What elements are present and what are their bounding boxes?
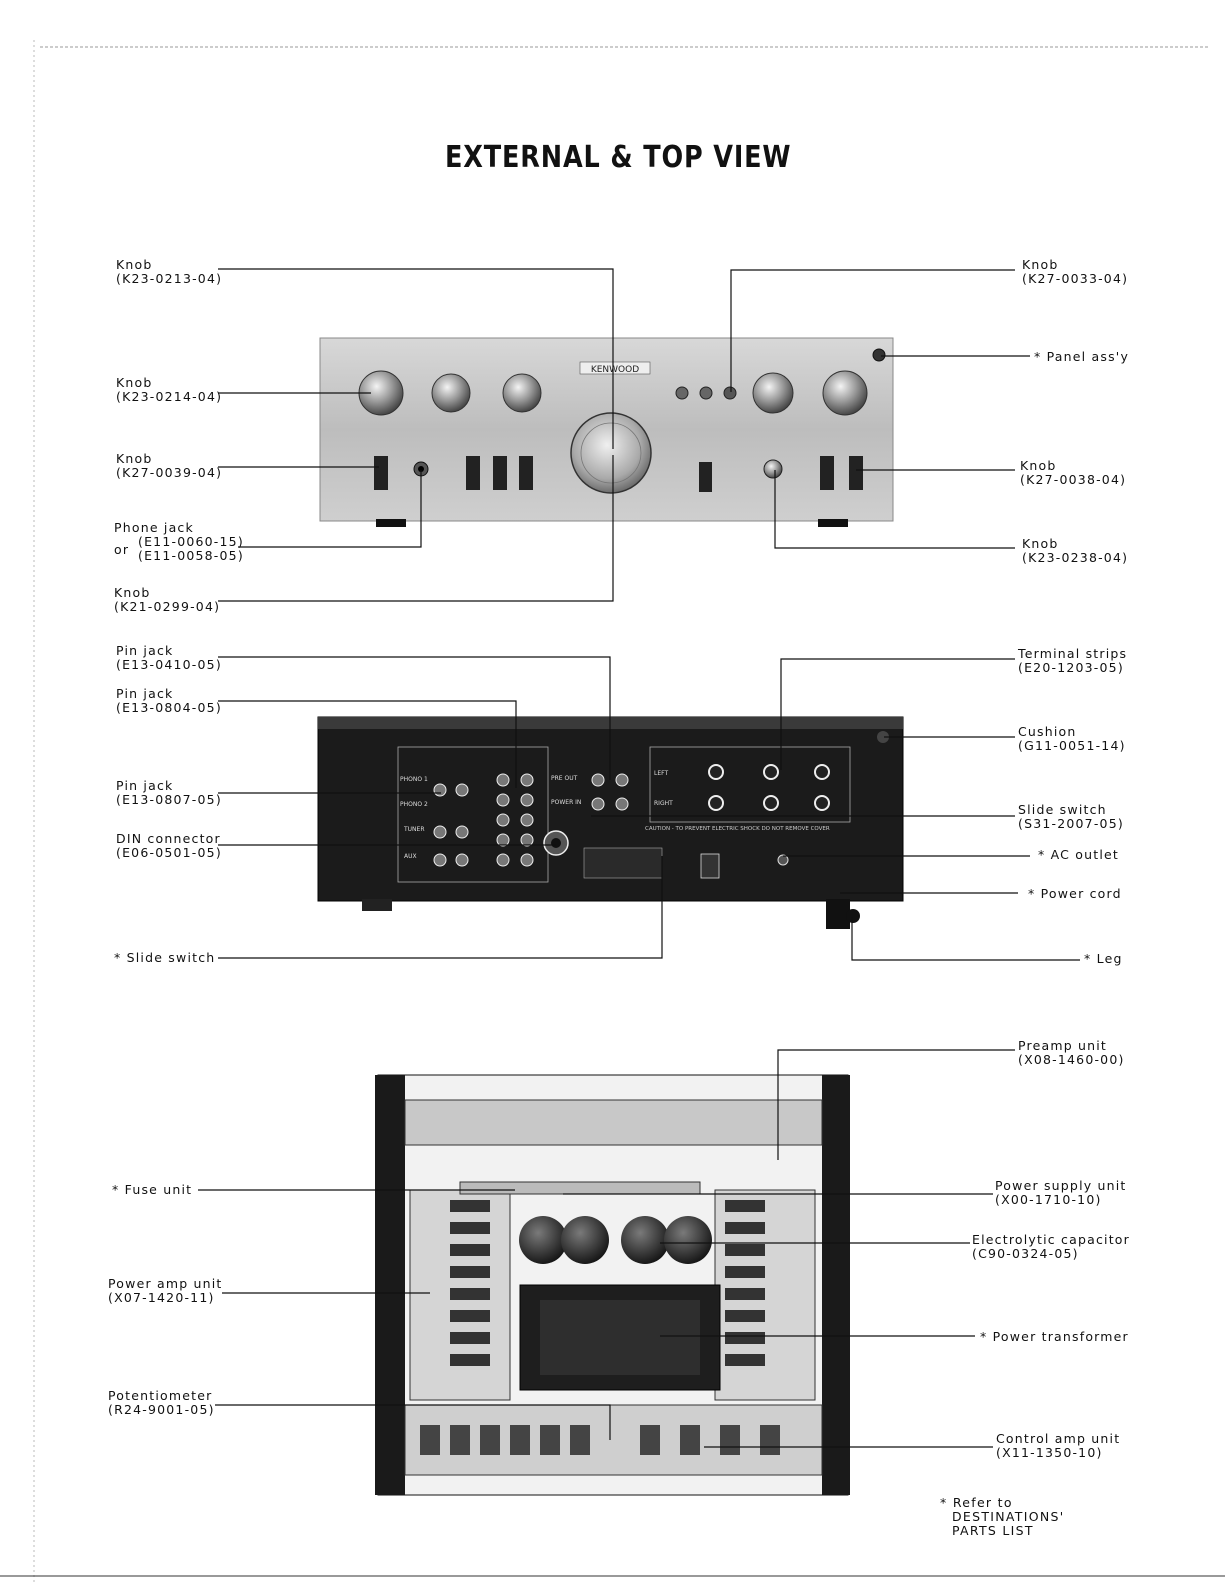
knob-front-4: [752, 372, 794, 414]
label-power-amp-unit: Power amp unit (X07-1420-11): [108, 1276, 223, 1305]
label-preamp-unit: Preamp unit (X08-1460-00): [1018, 1038, 1125, 1067]
lever-switch-1: [374, 456, 388, 490]
label-pin-jack-0410: Pin jack (E13-0410-05): [116, 643, 222, 672]
destinations-note: * Refer to DESTINATIONS' PARTS LIST: [940, 1495, 1065, 1538]
knob-front-3: [502, 373, 542, 413]
label-pin-jack-0804: Pin jack (E13-0804-05): [116, 686, 222, 715]
rear-text-preout: PRE OUT: [551, 775, 578, 782]
label-phone-jack: Phone jack: [114, 520, 194, 535]
front-panel-photo: KENWOOD: [319, 337, 894, 527]
label-slide-switch-right: Slide switch (S31-2007-05): [1018, 802, 1124, 831]
rear-text-powerin: POWER IN: [551, 799, 581, 806]
label-power-supply-unit: Power supply unit (X00-1710-10): [995, 1178, 1127, 1207]
label-pin-jack-0807: Pin jack (E13-0807-05): [116, 778, 222, 807]
label-slide-switch-left: * Slide switch: [114, 950, 216, 965]
label-phone-jack-or: or: [114, 542, 130, 557]
rear-text-phono2: PHONO 2: [400, 801, 428, 808]
rear-leader-lines: [218, 656, 1080, 961]
rear-text-caution: CAUTION - TO PREVENT ELECTRIC SHOCK DO N…: [645, 826, 830, 832]
label-power-transformer: * Power transformer: [980, 1329, 1129, 1344]
rear-text-aux: AUX: [404, 853, 417, 860]
page-title: EXTERNAL & TOP VIEW: [445, 140, 792, 175]
label-electrolytic-capacitor: Electrolytic capacitor (C90-0324-05): [972, 1232, 1130, 1261]
label-fuse-unit: * Fuse unit: [112, 1182, 193, 1197]
rear-text-tuner: TUNER: [403, 826, 425, 833]
label-knob-k23-0213: Knob (K23-0213-04): [116, 257, 223, 286]
label-control-amp-unit: Control amp unit (X11-1350-10): [996, 1431, 1121, 1460]
label-cushion: Cushion (G11-0051-14): [1018, 724, 1126, 753]
top-view-photo: [375, 1074, 850, 1496]
label-knob-k27-0033: Knob (K27-0033-04): [1022, 257, 1129, 286]
knob-front-5: [822, 370, 868, 416]
label-knob-k27-0039: Knob (K27-0039-04): [116, 451, 223, 480]
rear-text-right: RIGHT: [654, 800, 673, 807]
label-knob-k23-0214: Knob (K23-0214-04): [116, 375, 223, 404]
label-panel-assy: * Panel ass'y: [1034, 349, 1130, 364]
label-phone-jack-parts: (E11-0060-15) (E11-0058-05): [138, 534, 244, 563]
label-ac-outlet: * AC outlet: [1038, 847, 1119, 862]
rear-text-phono1: PHONO 1: [400, 776, 428, 783]
label-potentiometer: Potentiometer (R24-9001-05): [108, 1388, 215, 1417]
label-knob-k23-0238: Knob (K23-0238-04): [1022, 536, 1129, 565]
label-din-connector: DIN connector (E06-0501-05): [116, 831, 222, 860]
label-knob-k27-0038: Knob (K27-0038-04): [1020, 458, 1127, 487]
label-leg: * Leg: [1084, 951, 1123, 966]
top-leader-lines: [198, 1049, 1015, 1448]
label-knob-k21-0299: Knob (K21-0299-04): [114, 585, 221, 614]
label-terminal-strips: Terminal strips (E20-1203-05): [1018, 646, 1128, 675]
front-leader-lines: [218, 268, 1030, 602]
knob-front-2: [431, 373, 471, 413]
front-brand: KENWOOD: [591, 365, 639, 375]
rear-text-left: LEFT: [654, 770, 668, 777]
volume-knob: [570, 412, 652, 494]
label-power-cord: * Power cord: [1028, 886, 1122, 901]
